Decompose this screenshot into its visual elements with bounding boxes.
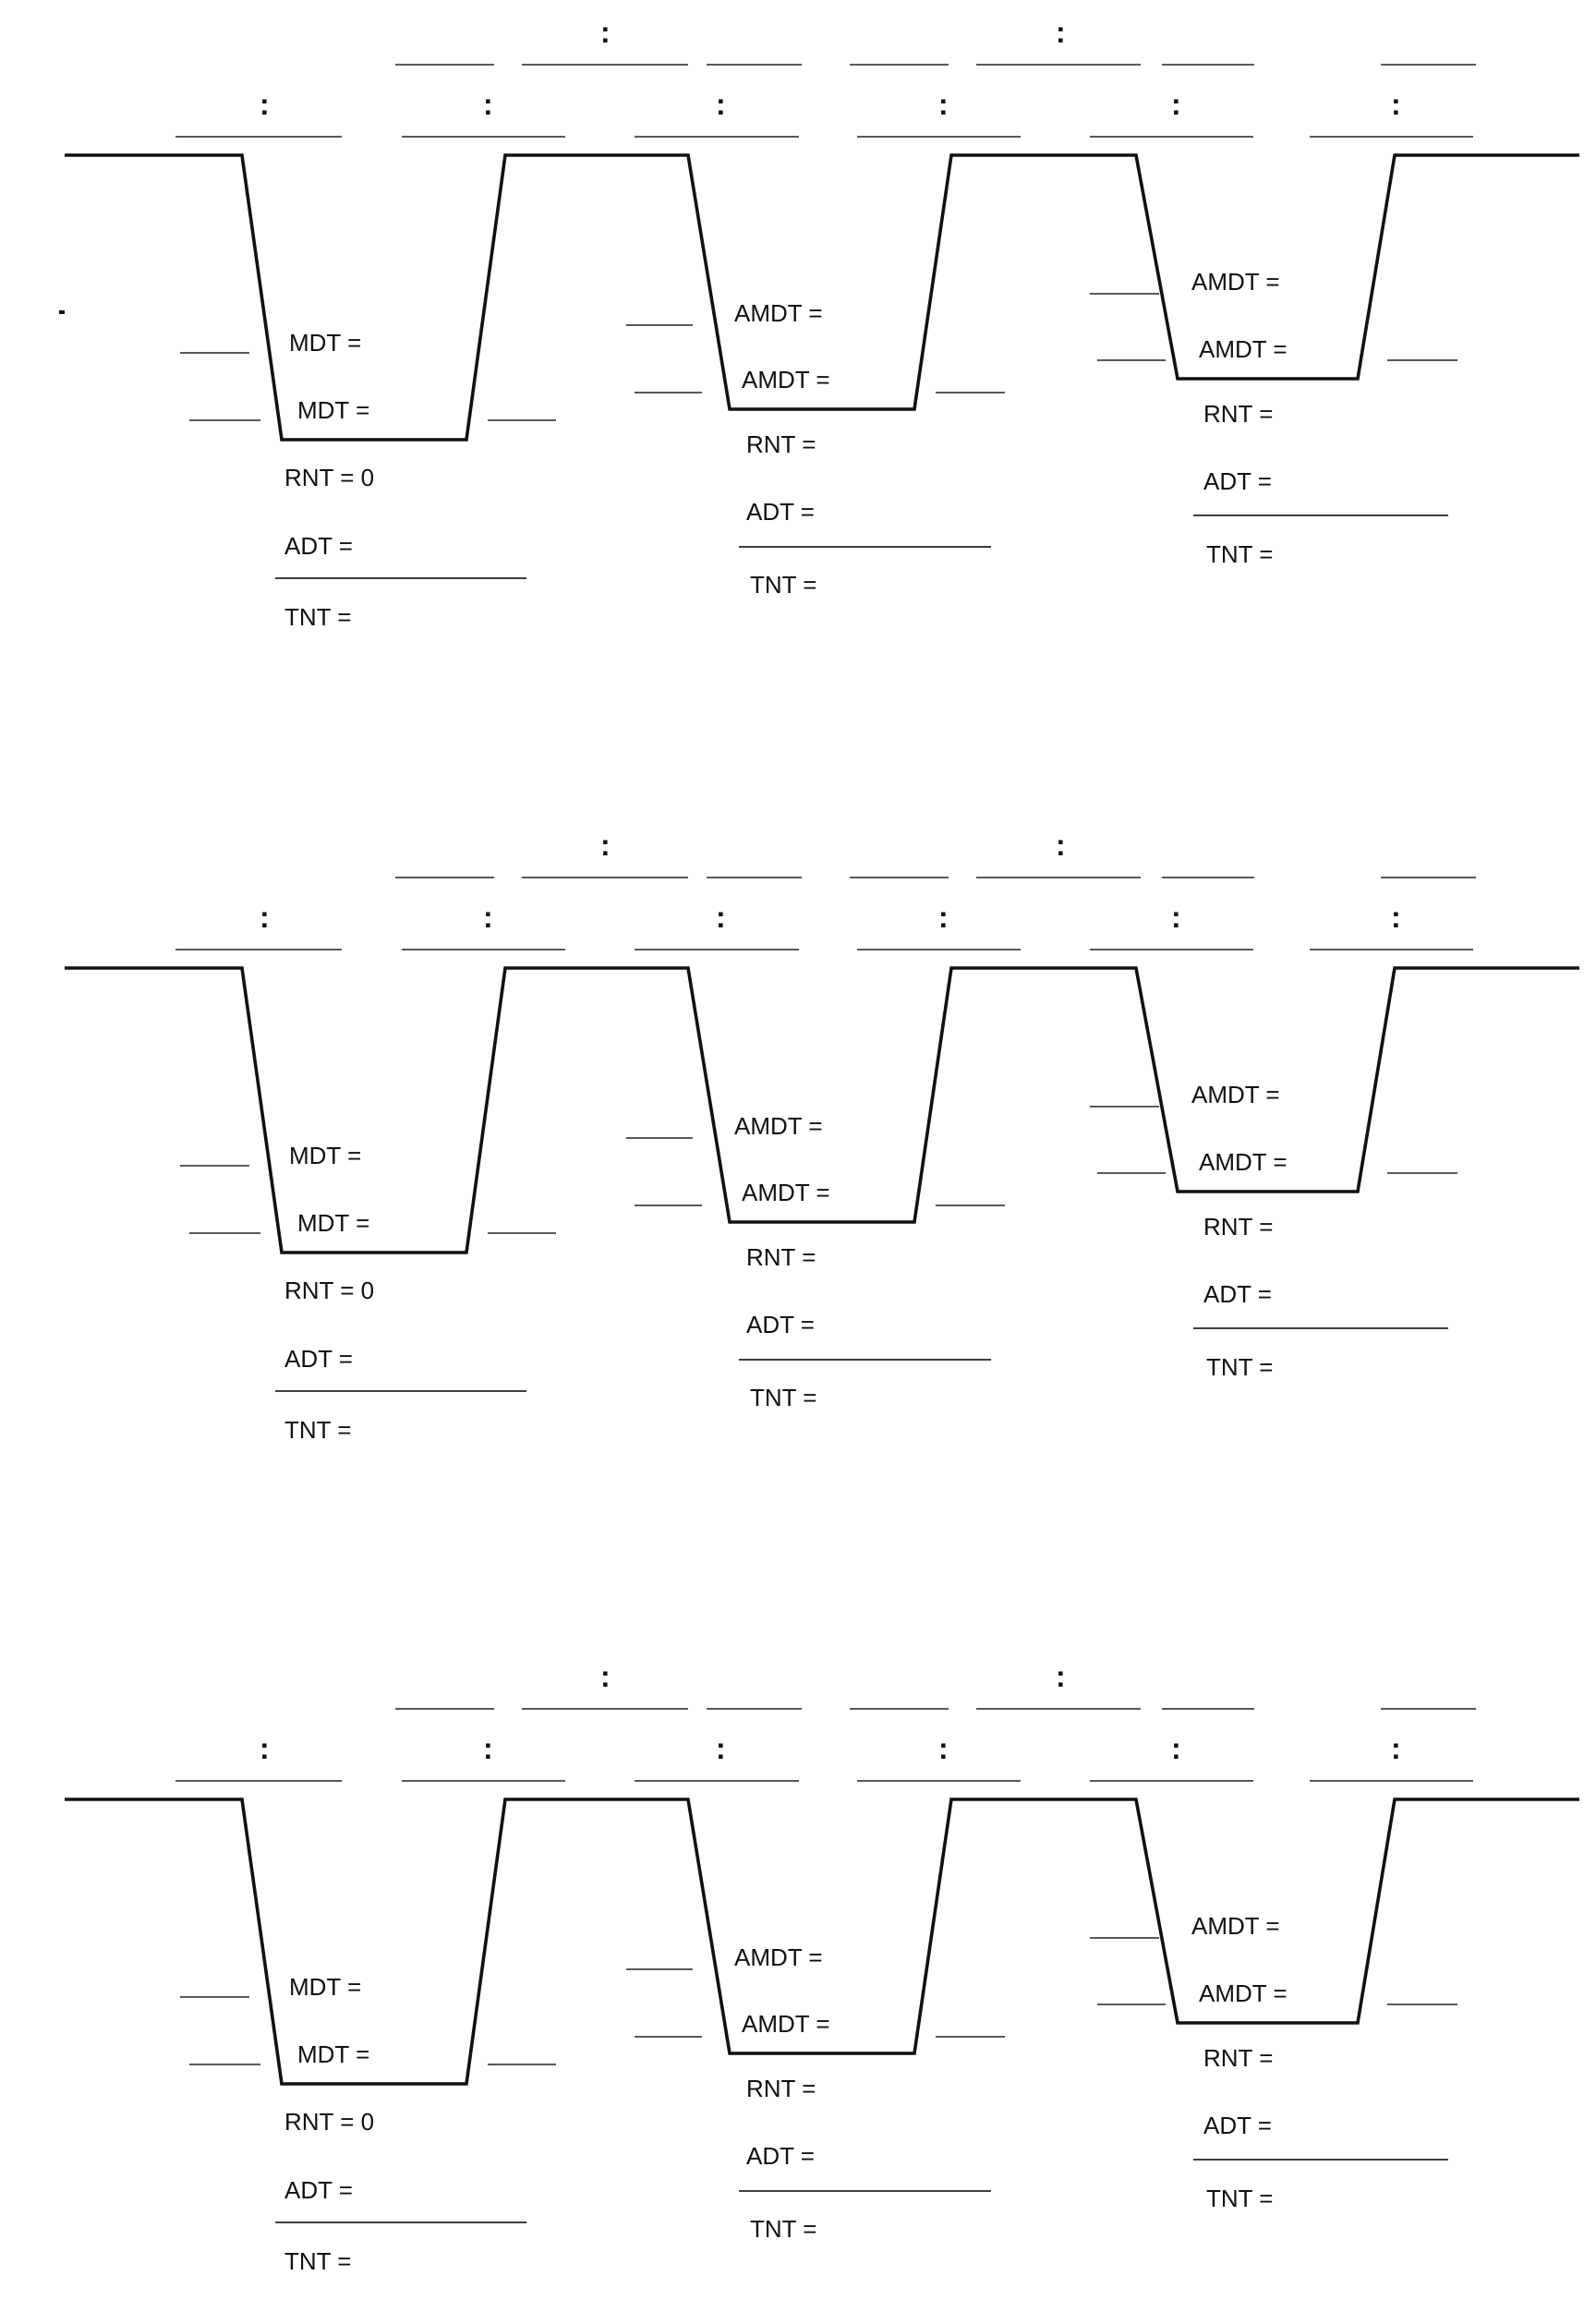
stray-mark — [59, 310, 65, 314]
tnt-label: TNT = — [750, 2215, 816, 2243]
time-separator: : — [600, 1660, 611, 1693]
mdt-label: MDT = — [297, 1209, 369, 1237]
rnt-label: RNT = 0 — [284, 2108, 374, 2136]
adt-label: ADT = — [284, 532, 353, 560]
time-separator: : — [1391, 901, 1401, 934]
tnt-label: TNT = — [750, 571, 816, 599]
amdt-label: AMDT = — [742, 2010, 830, 2038]
amdt-label: AMDT = — [1191, 1081, 1280, 1108]
rnt-label: RNT = — [746, 2075, 816, 2102]
time-separator: : — [938, 1732, 949, 1765]
amdt-label: AMDT = — [1191, 268, 1280, 296]
time-separator: : — [1056, 829, 1066, 862]
time-separator: : — [600, 16, 611, 49]
amdt-label: AMDT = — [1199, 1979, 1288, 2007]
time-separator: : — [1056, 1660, 1066, 1693]
mdt-label: MDT = — [289, 329, 361, 357]
tnt-label: TNT = — [750, 1384, 816, 1411]
adt-label: ADT = — [1203, 2112, 1272, 2139]
amdt-label: AMDT = — [1199, 1148, 1288, 1176]
adt-label: ADT = — [746, 498, 815, 526]
tnt-label: TNT = — [1206, 1353, 1273, 1381]
adt-label: ADT = — [284, 2176, 353, 2204]
rnt-label: RNT = 0 — [284, 464, 374, 491]
mdt-label: MDT = — [289, 1973, 361, 2001]
time-separator: : — [483, 901, 493, 934]
mdt-label: MDT = — [297, 396, 369, 424]
tnt-label: TNT = — [284, 2247, 351, 2275]
dive-profile-line — [65, 153, 1579, 442]
mdt-label: MDT = — [297, 2040, 369, 2068]
amdt-label: AMDT = — [742, 1179, 830, 1206]
time-separator: : — [1171, 88, 1181, 121]
tnt-label: TNT = — [1206, 2185, 1273, 2212]
rnt-label: RNT = — [746, 430, 816, 458]
amdt-label: AMDT = — [1191, 1912, 1280, 1940]
adt-label: ADT = — [746, 2142, 815, 2170]
rnt-label: RNT = — [1203, 2044, 1273, 2072]
time-separator: : — [260, 901, 270, 934]
time-separator: : — [1171, 1732, 1181, 1765]
time-separator: : — [938, 88, 949, 121]
adt-label: ADT = — [1203, 1280, 1272, 1308]
tnt-label: TNT = — [1206, 540, 1273, 568]
time-separator: : — [716, 88, 726, 121]
time-separator: : — [716, 1732, 726, 1765]
rnt-label: RNT = — [1203, 1213, 1273, 1241]
amdt-label: AMDT = — [734, 299, 823, 327]
time-separator: : — [260, 88, 270, 121]
time-separator: : — [600, 829, 611, 862]
tnt-label: TNT = — [284, 1416, 351, 1444]
amdt-label: AMDT = — [734, 1112, 823, 1140]
time-separator: : — [1056, 16, 1066, 49]
time-separator: : — [260, 1732, 270, 1765]
adt-label: ADT = — [1203, 467, 1272, 495]
time-separator: : — [1171, 901, 1181, 934]
rnt-label: RNT = — [1203, 400, 1273, 428]
amdt-label: AMDT = — [1199, 335, 1288, 363]
time-separator: : — [1391, 88, 1401, 121]
amdt-label: AMDT = — [734, 1943, 823, 1971]
tnt-label: TNT = — [284, 603, 351, 631]
mdt-label: MDT = — [289, 1142, 361, 1169]
adt-label: ADT = — [284, 1345, 353, 1373]
time-separator: : — [483, 88, 493, 121]
time-separator: : — [716, 901, 726, 934]
dive-profile-line — [65, 1798, 1579, 2086]
amdt-label: AMDT = — [742, 366, 830, 393]
dive-profile-line — [65, 966, 1579, 1254]
rnt-label: RNT = 0 — [284, 1277, 374, 1304]
time-separator: : — [1391, 1732, 1401, 1765]
rnt-label: RNT = — [746, 1243, 816, 1271]
adt-label: ADT = — [746, 1311, 815, 1338]
time-separator: : — [483, 1732, 493, 1765]
time-separator: : — [938, 901, 949, 934]
